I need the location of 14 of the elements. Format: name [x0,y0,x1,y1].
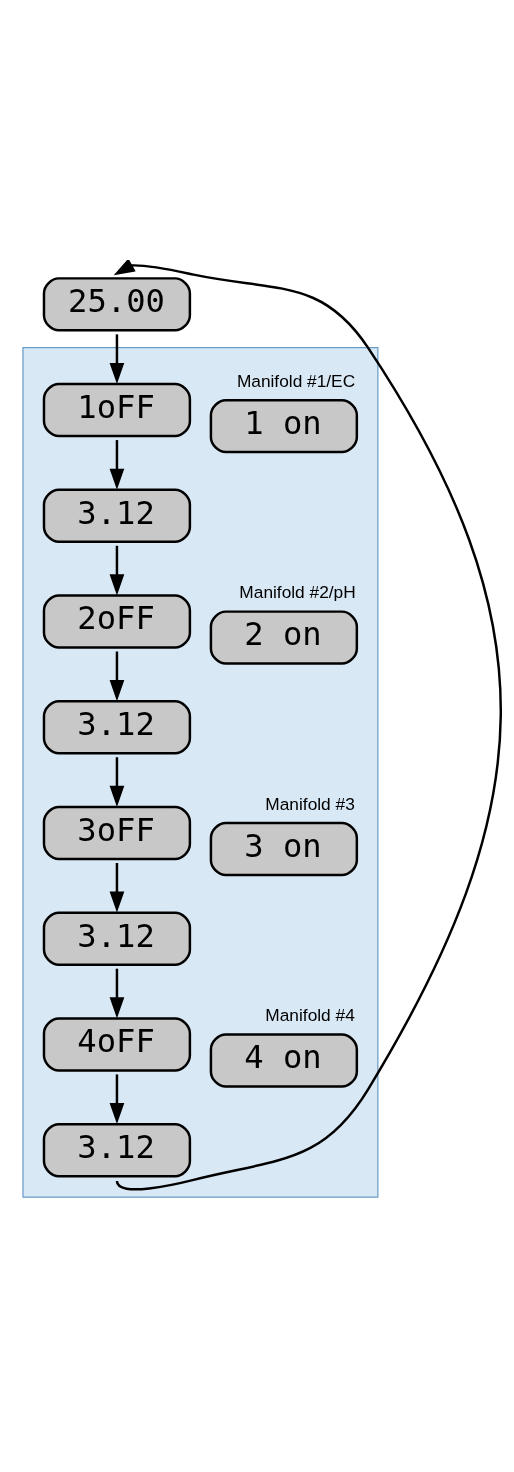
arrow [109,440,125,490]
arrow [109,968,125,1019]
arrow [109,334,125,384]
cluster [22,347,379,1198]
node-label: Manifold #3 [265,793,355,814]
node-label: Manifold #1/EC [236,370,356,391]
arrow [109,651,125,702]
arrow [109,1074,125,1125]
node-label: Manifold #4 [265,1005,355,1026]
arrow [109,757,125,807]
arrow [113,260,502,1191]
node-label: Manifold #2/pH [239,582,356,603]
arrow [109,545,125,596]
arrow [109,863,125,913]
